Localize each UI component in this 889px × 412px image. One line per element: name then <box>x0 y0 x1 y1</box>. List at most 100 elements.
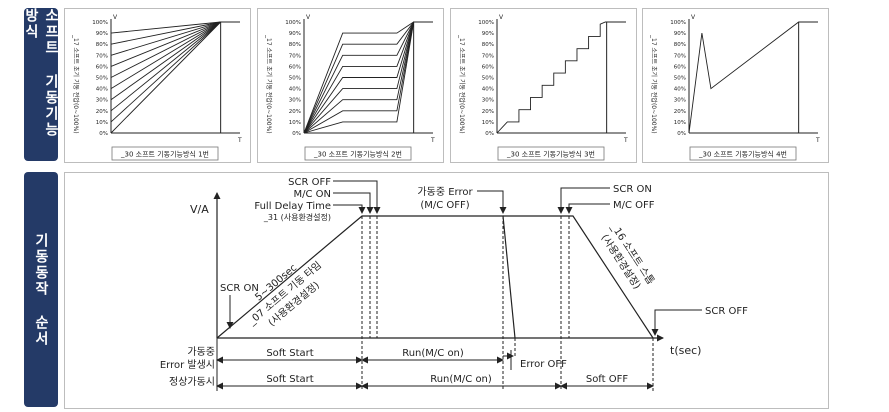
mini-t-label: T <box>430 137 435 144</box>
method-panel-2: V T 100% 90% 80% 70% 60% 50% 40% 30% 20% 10% 0% _17 … <box>257 8 444 163</box>
scr-on-right-arrow <box>557 187 610 214</box>
mini-tick-label: 70% <box>289 53 301 59</box>
full-delay-label: Full Delay Time <box>254 201 331 212</box>
mini-tick-label: 20% <box>674 109 686 115</box>
mini-tick-label: 60% <box>674 64 686 70</box>
error-arrow <box>477 190 507 214</box>
method-caption: _30 소프트 기동기능방식 1번 <box>120 150 209 159</box>
mini-ylabel: _17 소프트 초기 기동 전압(0~100%) <box>72 34 80 134</box>
row-normal-run: Run(M/C on) <box>430 374 492 385</box>
mini-tick-label: 30% <box>96 98 108 104</box>
row-normal-soft-start: Soft Start <box>266 374 313 385</box>
y-axis-label: V/A <box>190 203 209 216</box>
mini-axes: V T 100% 90% 80% 70% 60% 50% 40% 30% 20% 10% 0% <box>670 14 820 144</box>
mini-tick-label: 100% <box>670 20 686 26</box>
mini-tick-label: 30% <box>289 98 301 104</box>
mini-tick-label: 90% <box>674 31 686 37</box>
x-axis-label: t(sec) <box>670 344 701 357</box>
sidebar-start-sequence: 기동동작 순서 <box>24 172 58 407</box>
scr-off-arrow <box>333 180 381 214</box>
mini-tick-label: 40% <box>289 87 301 93</box>
method-4-curves <box>688 21 818 134</box>
scr-on-left-label: SCR ON <box>220 283 259 294</box>
mini-t-label: T <box>237 137 242 144</box>
sidebar-title-methods: 소프트 기동기능 방식 <box>23 8 59 138</box>
scr-off-label: SCR OFF <box>288 177 331 188</box>
method-caption: _30 소프트 기동기능방식 2번 <box>313 150 402 159</box>
row-error-timeline <box>216 333 514 391</box>
error-mc-off-label: (M/C OFF) <box>420 200 469 211</box>
mini-tick-label: 10% <box>674 120 686 126</box>
mini-tick-label: 50% <box>289 76 301 82</box>
mini-tick-label: 70% <box>482 53 494 59</box>
voltage-normal-path <box>503 215 654 339</box>
mini-ylabel: _17 소프트 초기 기동 전압(0~100%) <box>458 34 466 134</box>
mini-tick-label: 30% <box>674 98 686 104</box>
mini-tick-label: 0% <box>99 131 108 137</box>
row-normal-label: 정상가동시 <box>169 376 215 388</box>
mini-curve <box>688 21 818 134</box>
scr-on-right-label: SCR ON <box>613 184 652 195</box>
method-3-curves <box>496 21 626 134</box>
mini-tick-label: 90% <box>289 31 301 37</box>
mini-tick-label: 90% <box>96 31 108 37</box>
mini-tick-label: 80% <box>289 42 301 48</box>
row-error-soft-start: Soft Start <box>266 348 313 359</box>
mini-tick-label: 80% <box>482 42 494 48</box>
mini-v-label: V <box>691 14 696 21</box>
mini-tick-label: 0% <box>677 131 686 137</box>
scr-off-right-arrow <box>651 309 702 336</box>
mini-tick-label: 40% <box>674 87 686 93</box>
mini-tick-label: 20% <box>289 109 301 115</box>
method-chart-4: V T 100% 90% 80% 70% 60% 50% 40% 30% 20% 10% 0% _17 … <box>650 14 820 161</box>
mini-tick-label: 100% <box>285 20 301 26</box>
mini-tick-label: 20% <box>482 109 494 115</box>
mini-tick-label: 70% <box>96 53 108 59</box>
sequence-panel: V/A t(sec) SCR OFF M/C ON Full Delay Tim… <box>64 172 829 409</box>
mini-tick-label: 80% <box>96 42 108 48</box>
mini-tick-label: 60% <box>289 64 301 70</box>
mini-tick-label: 0% <box>292 131 301 137</box>
mc-on-arrow <box>333 192 374 214</box>
method-1-curves <box>110 21 240 134</box>
mini-tick-label: 10% <box>289 120 301 126</box>
mini-tick-label: 60% <box>482 64 494 70</box>
method-panel-4: V T 100% 90% 80% 70% 60% 50% 40% 30% 20% 10% 0% _17 … <box>642 8 829 163</box>
mini-ylabel: _17 소프트 초기 기동 전압(0~100%) <box>265 34 273 134</box>
mini-v-label: V <box>499 14 504 21</box>
row-error-label-2: Error 발생시 <box>160 359 215 371</box>
method-2-curves <box>303 21 433 134</box>
mini-tick-label: 100% <box>92 20 108 26</box>
method-chart-2: V T 100% 90% 80% 70% 60% 50% 40% 30% 20% 10% 0% _17 … <box>265 14 435 161</box>
scr-off-right-label: SCR OFF <box>705 306 748 317</box>
mini-tick-label: 80% <box>674 42 686 48</box>
mini-tick-label: 50% <box>482 76 494 82</box>
mini-tick-label: 70% <box>674 53 686 59</box>
row-error-run: Run(M/C on) <box>402 348 464 359</box>
mini-tick-label: 30% <box>482 98 494 104</box>
mini-t-label: T <box>623 137 628 144</box>
mini-v-label: V <box>306 14 311 21</box>
mini-v-label: V <box>113 14 118 21</box>
mini-curve <box>303 21 433 134</box>
mini-tick-label: 60% <box>96 64 108 70</box>
row-error-label-1: 가동중 <box>187 346 215 358</box>
sidebar-title-sequence: 기동동작 순서 <box>33 232 49 347</box>
mini-tick-label: 50% <box>674 76 686 82</box>
mini-t-label: T <box>815 137 820 144</box>
row-normal-soft-off: Soft OFF <box>586 374 629 385</box>
mini-curve <box>496 21 626 134</box>
mc-on-label: M/C ON <box>293 189 331 200</box>
mini-tick-label: 20% <box>96 109 108 115</box>
mini-ylabel: _17 소프트 초기 기동 전압(0~100%) <box>650 34 658 134</box>
mini-tick-label: 50% <box>96 76 108 82</box>
mini-curve <box>110 21 240 34</box>
error-off-label: Error OFF <box>520 359 567 370</box>
mini-tick-label: 100% <box>478 20 494 26</box>
